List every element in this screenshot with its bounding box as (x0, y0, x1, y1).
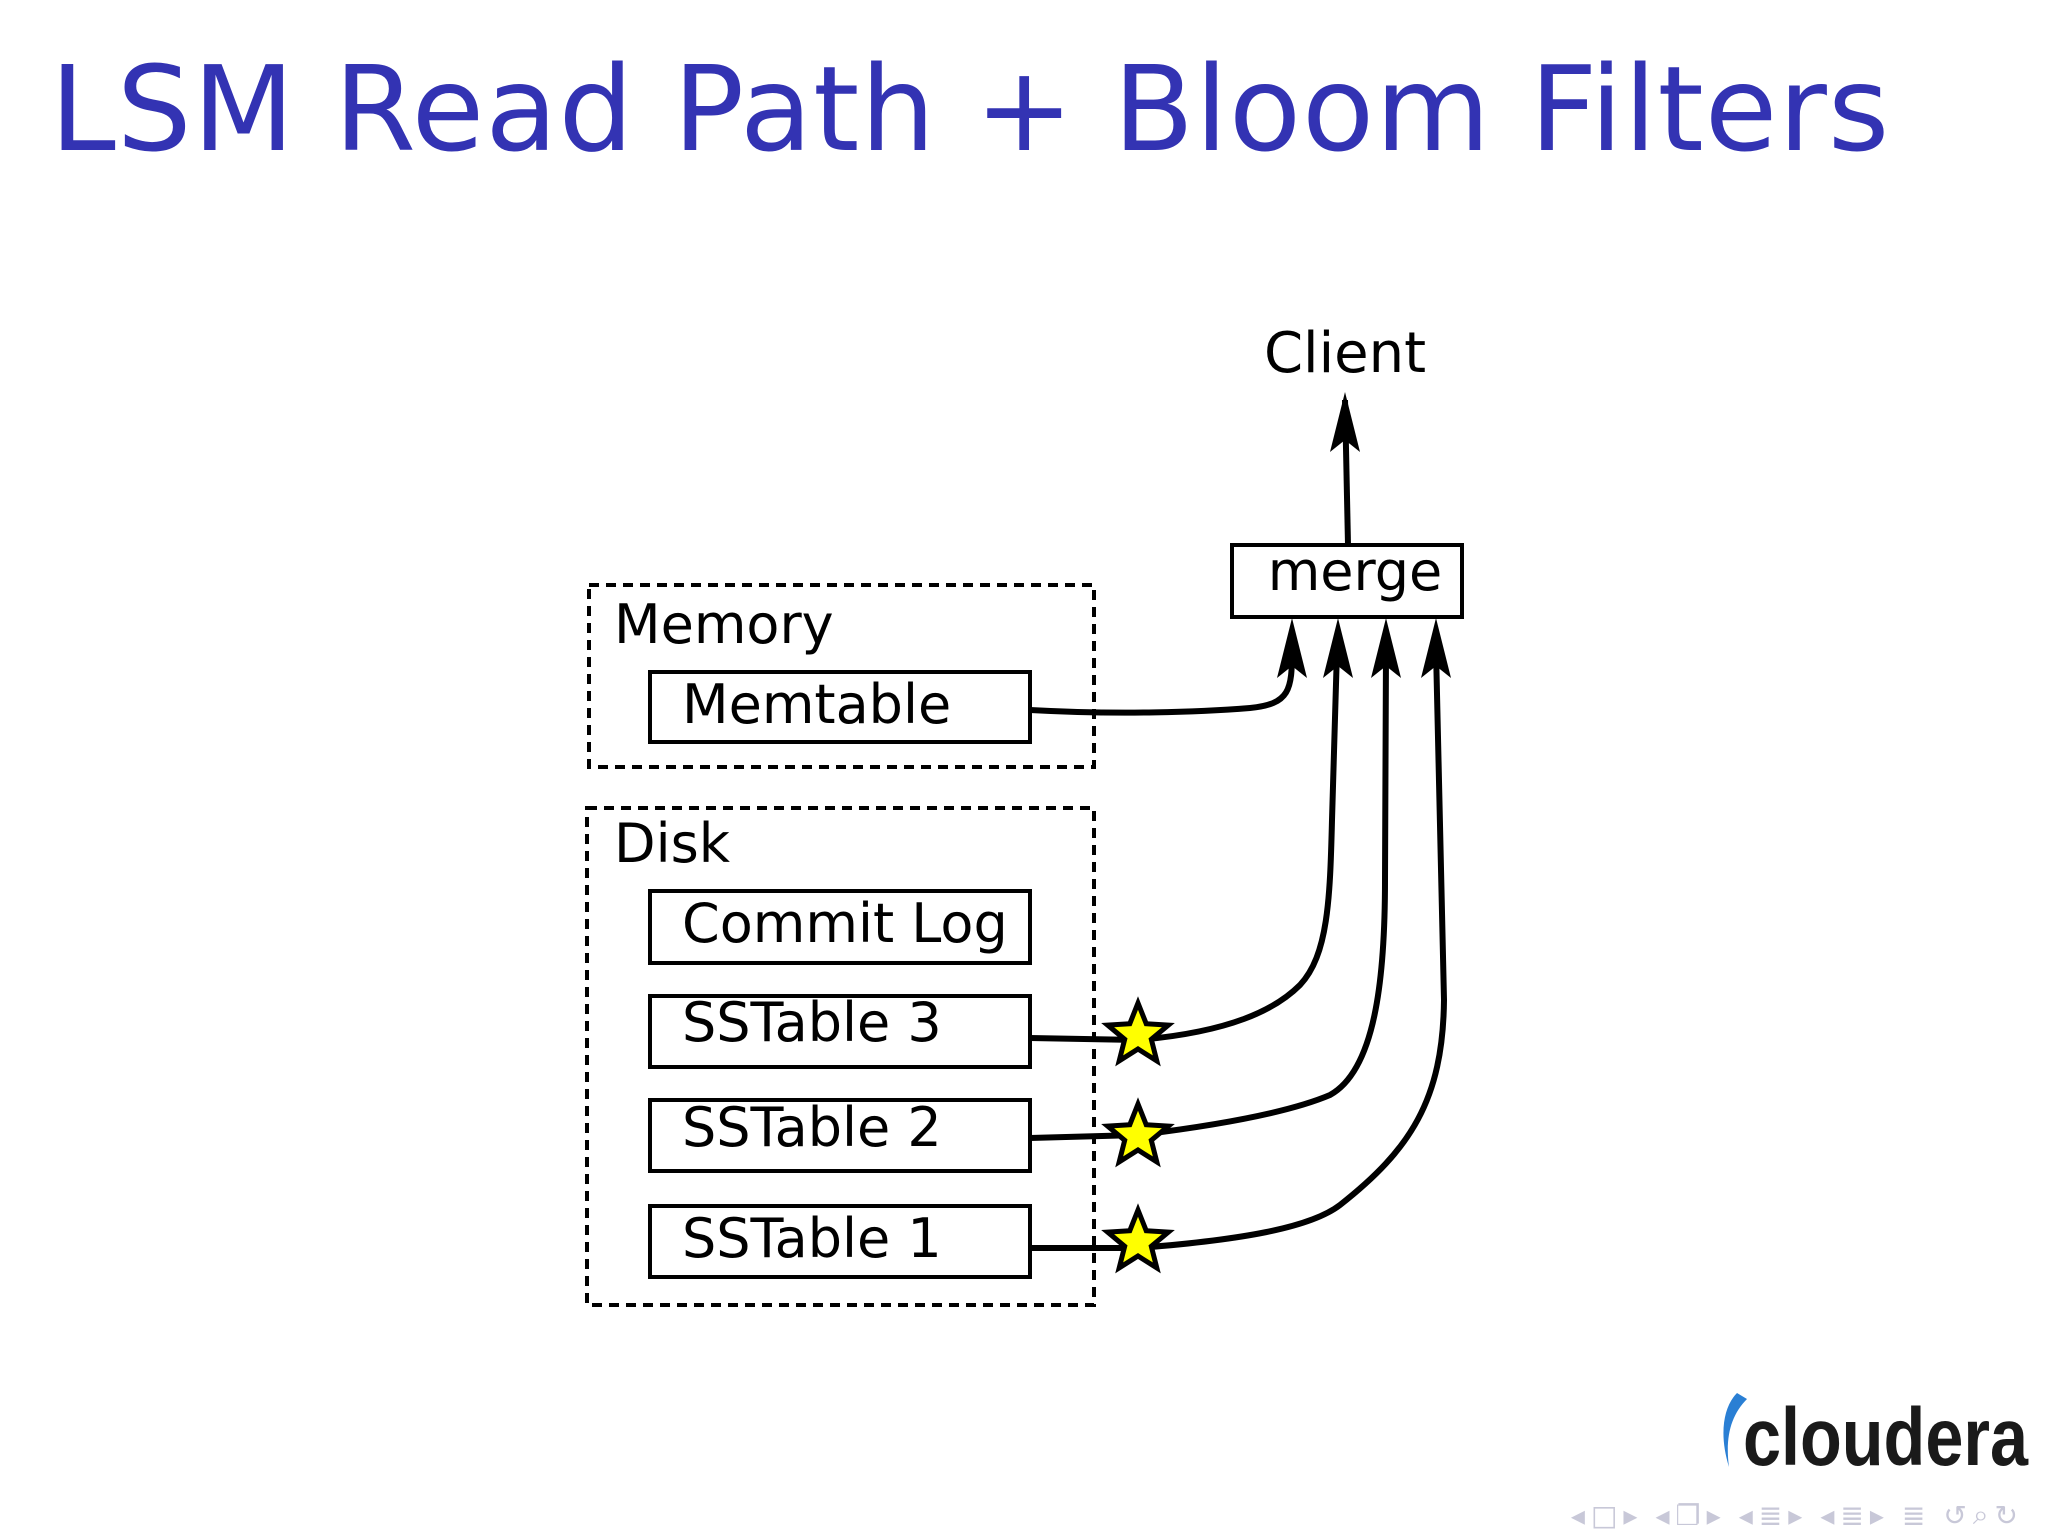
sstable-3-box (648, 994, 1032, 1069)
nav-frame-group[interactable]: ◂ □ ▸ (1571, 1499, 1638, 1532)
sstable-2-arrowhead (1371, 618, 1401, 678)
memory-label: Memory (614, 593, 834, 656)
cloudera-logo-text: cloudera (1743, 1392, 2029, 1483)
memory-region (587, 583, 1096, 769)
memtable-to-merge-line (1029, 649, 1295, 716)
nav-part-icon[interactable]: ≣ (1840, 1498, 1864, 1532)
memtable-label: Memtable (682, 673, 951, 736)
sstable-3-bloom-filter-star-icon (1101, 996, 1175, 1067)
nav-part-group[interactable]: ◂ ≣ ▸ (1820, 1499, 1884, 1532)
sstable-1-bloom-filter-star-icon (1101, 1203, 1175, 1274)
client-arrowhead (1330, 392, 1360, 452)
disk-region (585, 806, 1096, 1307)
nav-next-icon[interactable]: ▸ (1869, 1498, 1884, 1532)
nav-toc-icon[interactable]: ≣ (1901, 1498, 1926, 1532)
merge-label: merge (1268, 540, 1443, 603)
sstable-2-label: SSTable 2 (682, 1096, 942, 1159)
merge-box (1230, 543, 1464, 619)
memtable-arrowhead (1277, 618, 1307, 678)
cloudera-logo: cloudera (1723, 1392, 2029, 1483)
sstable-3-arrowhead (1323, 618, 1353, 678)
commit-log-label: Commit Log (682, 892, 1008, 955)
sstable-2-bloom-filter-star-icon (1101, 1097, 1175, 1168)
memtable-box (648, 670, 1032, 744)
presentation-nav-bar: ◂ □ ▸ ◂ ❐ ▸ ◂ ≣ ▸ ◂ ≣ ▸ ≣ ↺ ⌕ ↻ (1571, 1498, 2018, 1532)
sstable-2-to-merge-line (1029, 649, 1389, 1141)
sstable-1-to-merge-line (1030, 649, 1448, 1251)
commit-log-box (648, 889, 1032, 965)
client-label: Client (1264, 321, 1426, 386)
nav-next-icon[interactable]: ▸ (1788, 1498, 1803, 1532)
disk-label: Disk (614, 812, 731, 875)
nav-subsection-icon[interactable]: ❐ (1675, 1498, 1701, 1532)
nav-subsection-group[interactable]: ◂ ❐ ▸ (1655, 1499, 1720, 1532)
nav-next-icon[interactable]: ▸ (1623, 1498, 1638, 1532)
nav-back-icon[interactable]: ↺ (1943, 1498, 1967, 1532)
nav-prev-icon[interactable]: ◂ (1738, 1498, 1753, 1532)
sstable-3-label: SSTable 3 (682, 991, 942, 1054)
slide-title: LSM Read Path + Bloom Filters (50, 40, 1891, 178)
nav-prev-icon[interactable]: ◂ (1820, 1498, 1835, 1532)
nav-prev-icon[interactable]: ◂ (1655, 1498, 1670, 1532)
nav-section-group[interactable]: ◂ ≣ ▸ (1739, 1499, 1803, 1532)
nav-section-icon[interactable]: ≣ (1758, 1498, 1783, 1532)
cloudera-logo-swoosh (1723, 1393, 1747, 1467)
nav-forward-icon[interactable]: ↻ (1994, 1498, 2018, 1532)
nav-prev-icon[interactable]: ◂ (1570, 1498, 1585, 1532)
sstable-1-box (648, 1204, 1032, 1279)
nav-search-icon[interactable]: ⌕ (1972, 1498, 1989, 1531)
sstable-2-box (648, 1098, 1032, 1173)
nav-frame-icon[interactable]: □ (1590, 1498, 1618, 1532)
sstable-3-to-merge-line (1029, 649, 1340, 1044)
nav-next-icon[interactable]: ▸ (1706, 1498, 1721, 1532)
sstable-1-label: SSTable 1 (682, 1207, 942, 1270)
nav-search-group[interactable]: ↺ ⌕ ↻ (1943, 1498, 2018, 1532)
sstable-1-arrowhead (1421, 618, 1451, 678)
